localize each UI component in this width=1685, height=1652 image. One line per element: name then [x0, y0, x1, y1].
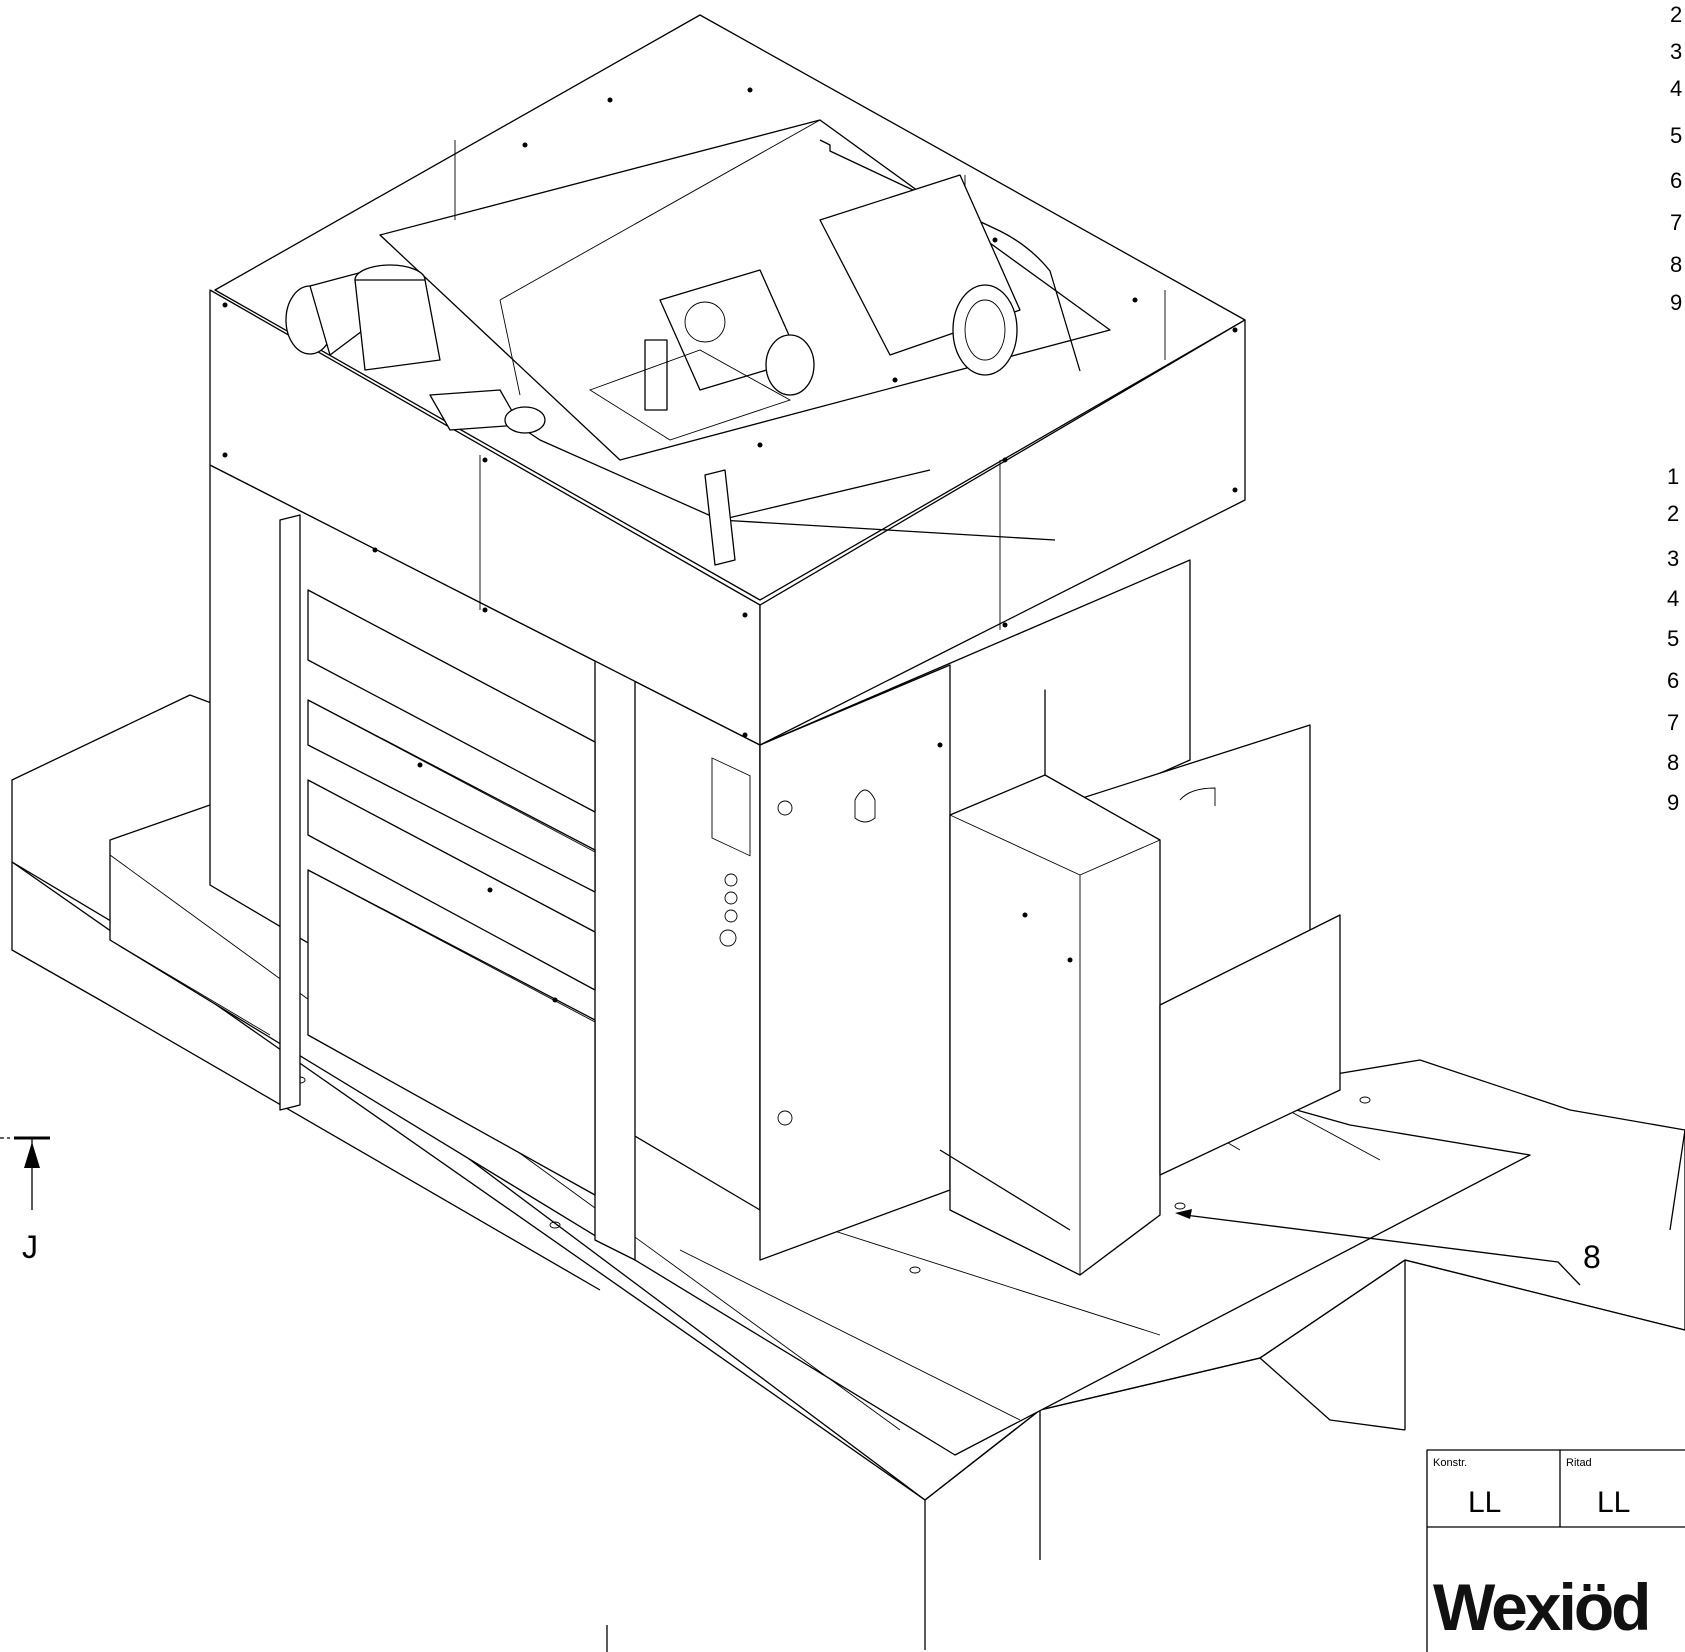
- row-number: 3: [1670, 39, 1682, 64]
- row-number: 9: [1670, 290, 1682, 315]
- row-number: 6: [1667, 668, 1679, 693]
- drawn-by-value: LL: [1597, 1486, 1630, 1519]
- row-number: 5: [1667, 626, 1679, 651]
- row-number: 1: [1667, 464, 1679, 489]
- row-number: 6: [1670, 168, 1682, 193]
- balloon-number: 8: [1583, 1239, 1601, 1275]
- row-number: 5: [1670, 123, 1682, 148]
- company-logo: Wexiöd: [1433, 1570, 1648, 1644]
- parts-list-numbers: 2 3 4 5 6 7 8 9 1 2 3 4 5 6 7 8 9: [1667, 2, 1682, 815]
- row-number: 2: [1667, 501, 1679, 526]
- row-number: 8: [1670, 252, 1682, 277]
- row-number: 7: [1667, 710, 1679, 735]
- cabinet-body: [209, 464, 1341, 1276]
- designed-by-label: Konstr.: [1433, 1457, 1467, 1469]
- row-number: 7: [1670, 210, 1682, 235]
- drawn-by-label: Ritad: [1566, 1457, 1592, 1469]
- components: [285, 174, 1021, 566]
- designed-by-value: LL: [1468, 1486, 1501, 1519]
- row-number: 8: [1667, 750, 1679, 775]
- title-block: [1426, 1449, 1685, 1652]
- row-number: 4: [1670, 76, 1682, 101]
- row-number: 2: [1670, 2, 1682, 27]
- row-number: 9: [1667, 790, 1679, 815]
- screw-dots: [222, 87, 1238, 1003]
- row-number: 3: [1667, 546, 1679, 571]
- view-label: J: [22, 1229, 38, 1265]
- section-marker-j: [0, 1136, 50, 1210]
- leader-line: [1175, 1209, 1581, 1286]
- row-number: 4: [1667, 586, 1679, 611]
